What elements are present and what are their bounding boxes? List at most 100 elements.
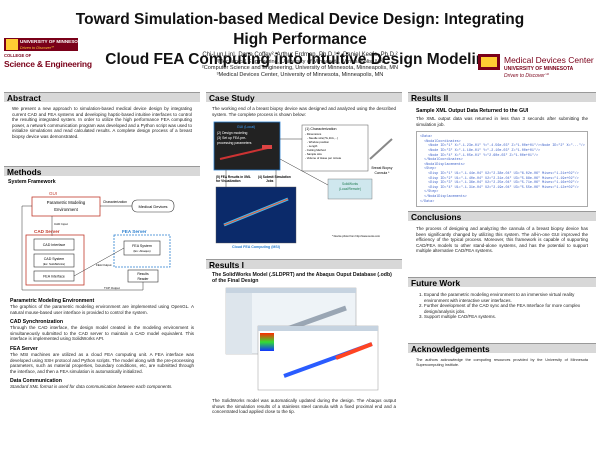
future-work-item: Support multiple CAD/FEA systems. xyxy=(424,314,590,320)
future-work-list: Expand the parametric modeling environme… xyxy=(408,287,596,320)
step5-label-b: for Visualization xyxy=(216,179,241,183)
results1-text: The SolidWorks model was automatically u… xyxy=(212,398,396,415)
xml-output-block: <Data> <NodalCoordinates> <Node ID="1" X… xyxy=(416,131,588,208)
data-comm-heading: Data Communication xyxy=(10,378,62,385)
cad-system-label: CAD System xyxy=(44,257,65,261)
step4-label-a: (4) Submit Simulation xyxy=(258,175,291,179)
title-line-1: Toward Simulation-based Medical Device D… xyxy=(75,11,525,48)
future-work-item: Further development of the CAD sync and … xyxy=(424,303,590,314)
acknowledgements-section: Acknowledgements The authors acknowledge… xyxy=(408,343,596,368)
solidworks-tree xyxy=(226,293,252,354)
medical-devices-label: Medical Devices xyxy=(138,204,167,209)
future-work-section: Future Work Expand the parametric modeli… xyxy=(408,277,596,320)
pme-heading: Parametric Modeling Environment xyxy=(10,298,95,304)
cse-logo: UNIVERSITY OF MINNESOTA Driven to Discov… xyxy=(4,38,92,74)
cad-interface-box xyxy=(33,238,75,251)
char-item-4: - Length xyxy=(307,144,318,148)
results2-text: The XML output data was returned in less… xyxy=(416,116,588,127)
case-study-text: The working end of a breast biopsy devic… xyxy=(212,106,396,117)
conclusions-text: The process of designing and analyzing t… xyxy=(416,226,588,254)
char-item-2: - Needle size(7G,11G,...) xyxy=(307,136,338,140)
abstract-text: We present a new approach to simulation-… xyxy=(12,106,192,139)
characterization-box xyxy=(301,124,369,172)
abstract-section: Abstract We present a new approach to si… xyxy=(4,92,200,140)
fea-server-text: The MSI machines are utilized as a cloud… xyxy=(10,351,194,374)
umn-name: UNIVERSITY OF MINNESOTA xyxy=(20,39,84,44)
reader-label: Reader xyxy=(137,277,149,281)
abaqus-stress-tip xyxy=(335,342,373,360)
title-line-2: Cloud FEA Computing into Intuitive Desig… xyxy=(105,51,495,68)
char-item-3: - Window position xyxy=(307,140,330,144)
mdc-univ: UNIVERSITY OF MINNESOTA xyxy=(504,66,574,72)
framework-label: System Framework xyxy=(8,179,56,185)
char-item-5: - Cutting Method xyxy=(305,148,326,152)
cad-server-box xyxy=(25,234,85,286)
college-name: Science & Engineering xyxy=(4,59,92,69)
college-name-box: COLLEGE OF Science & Engineering xyxy=(4,53,92,74)
abaqus-contour-legend xyxy=(260,333,274,351)
methods-heading: Methods xyxy=(4,166,200,177)
authors: Chi-Lun Lin¹, Dane Coffey², Arthur Erdma… xyxy=(202,52,398,58)
umn-m-icon xyxy=(6,39,18,50)
results2-subheading: Sample XML Output Data Returned to the G… xyxy=(416,108,529,114)
step2-label: (2) Design modeling xyxy=(217,131,247,135)
step4-label-b: Jobs xyxy=(266,179,274,183)
char-item-1: - Dimensions xyxy=(305,132,322,136)
fea-system-example: (Ex: Abaqus) xyxy=(133,249,150,253)
conclusions-section: Conclusions The process of designing and… xyxy=(408,211,596,254)
cloud-fea-label: Cloud FEA Computing (MSI) xyxy=(232,245,281,249)
abstract-heading: Abstract xyxy=(4,92,200,103)
step3-label-b: processing parameters xyxy=(217,141,252,145)
case-study-diagram: GUI (Local) (2) Design modeling (3) Set … xyxy=(213,121,393,249)
fea-server-heading: FEA Server xyxy=(10,345,38,352)
case-study-heading: Case Study xyxy=(206,92,402,103)
cannula-photo xyxy=(369,138,393,160)
fea-link-line xyxy=(73,247,125,277)
fea-server-label: FEA Server xyxy=(122,229,147,234)
mdc-m-icon xyxy=(478,54,500,70)
cad-sync-text: Through the CAD interface, the design mo… xyxy=(10,325,194,342)
step3-label-a: (3) Set up FEA pre- xyxy=(217,136,246,140)
solidworks-thumbnail xyxy=(327,178,373,200)
poster-title: Toward Simulation-based Medical Device D… xyxy=(60,10,540,70)
methods-text-block: Parametric Modeling Environment The grap… xyxy=(4,298,200,390)
methods-section: Methods System Framework GUI Parametric … xyxy=(4,166,200,390)
pme-label-b: Environment xyxy=(54,207,78,212)
fea-stress-overlay xyxy=(223,198,289,226)
diagram-gui-label: GUI xyxy=(49,191,57,196)
umn-tagline: Driven to Discover℠ xyxy=(20,46,55,50)
abaqus-window xyxy=(257,325,379,391)
system-framework-diagram: GUI Parametric Modeling Environment Char… xyxy=(21,191,175,291)
fea-interface-label: FEA Interface xyxy=(43,275,65,279)
gui-to-cad-arrow xyxy=(279,158,329,186)
case-study-section: Case Study The working end of a breast b… xyxy=(206,92,402,251)
gui-needle-tip xyxy=(262,145,272,150)
char-item-6: - Sample size xyxy=(305,152,322,156)
results1-section: Results I The SolidWorks Model (.SLDPRT)… xyxy=(206,259,402,415)
author-block: Chi-Lun Lin¹, Dane Coffey², Arthur Erdma… xyxy=(100,52,500,78)
affiliation-1: ¹Mechanical Engineering, University of M… xyxy=(216,58,384,65)
future-work-item: Expand the parametric modeling environme… xyxy=(424,292,590,303)
solidworks-label-a: SolidWorks xyxy=(342,182,358,186)
conclusions-heading: Conclusions xyxy=(408,211,596,222)
mdc-name: Medical Devices Center xyxy=(504,55,594,65)
fea-output-label: FEA Output xyxy=(96,263,112,267)
poster-header: Toward Simulation-based Medical Device D… xyxy=(0,0,600,82)
college-of: COLLEGE OF xyxy=(4,53,32,58)
step1-label: (1) Characterization xyxy=(305,127,337,131)
cannula-label-a: Breast Biopsy xyxy=(372,166,393,170)
acknowledgements-text: The authors acknowledge the computing re… xyxy=(416,358,588,367)
cad-server-label: CAD Server xyxy=(34,229,60,234)
abaqus-toolbar xyxy=(258,326,378,331)
results1-caption: The SolidWorks Model (.SLDPRT) and the A… xyxy=(212,272,392,284)
pme-text: The graphics of the parametric modeling … xyxy=(10,304,194,315)
affiliation-2: ²Computer Science and Engineering, Unive… xyxy=(201,65,399,72)
fea-system-label: FEA System xyxy=(132,244,152,248)
device-footnote: * Device photo from http://www.suros.com xyxy=(332,234,380,238)
step5-label-a: (5) FEA Results in XML xyxy=(216,175,251,179)
results-label: Results xyxy=(137,272,149,276)
results1-screenshots xyxy=(225,287,379,391)
results1-heading: Results I xyxy=(206,259,402,270)
cad-system-example: (Ex: SolidWorks) xyxy=(43,262,65,266)
